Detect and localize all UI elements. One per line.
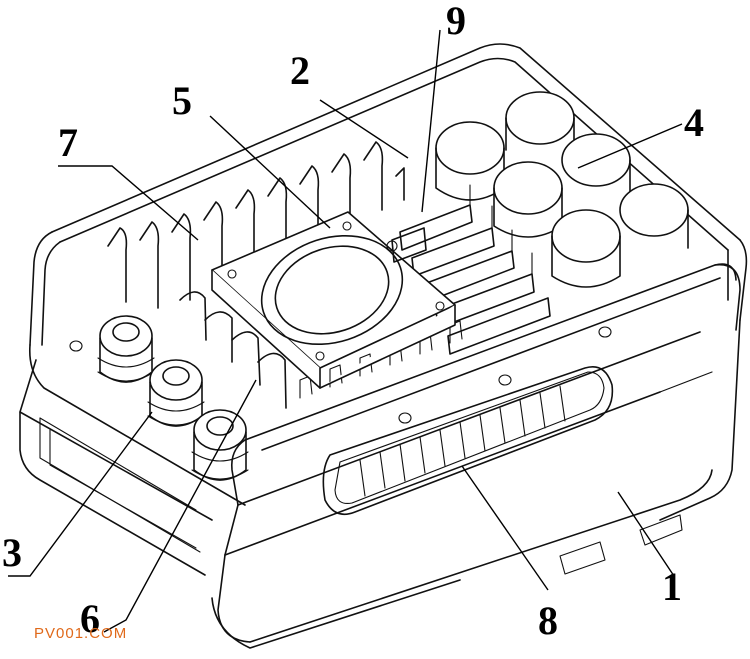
- callouts: 1 2 3 4 5 6 7 8 9: [2, 0, 704, 643]
- cable-gland-1: [97, 315, 155, 383]
- callout-label-8: 8: [538, 598, 558, 643]
- cooling-fan: [211, 211, 456, 389]
- front-window: [322, 366, 614, 516]
- leader-lines: [8, 29, 683, 633]
- capacitor-pair-1: [435, 91, 575, 201]
- callout-label-6: 6: [80, 596, 100, 641]
- callout-label-3: 3: [2, 530, 22, 575]
- callout-label-9: 9: [446, 0, 466, 43]
- callout-label-2: 2: [290, 48, 310, 93]
- front-screw-holes: [69, 326, 612, 424]
- callout-label-4: 4: [684, 100, 704, 145]
- callout-label-7: 7: [58, 120, 78, 165]
- capacitors: [435, 91, 689, 288]
- cable-gland-3: [191, 409, 249, 481]
- cable-gland-2: [147, 359, 205, 427]
- terminal-bracket: [386, 227, 427, 263]
- callout-label-5: 5: [172, 78, 192, 123]
- window-fins: [359, 385, 566, 497]
- cable-glands: [97, 315, 249, 481]
- capacitor-pair-3: [551, 183, 689, 288]
- housing-body: [19, 43, 748, 649]
- watermark: PV001.COM: [34, 625, 127, 642]
- callout-label-1: 1: [662, 564, 682, 609]
